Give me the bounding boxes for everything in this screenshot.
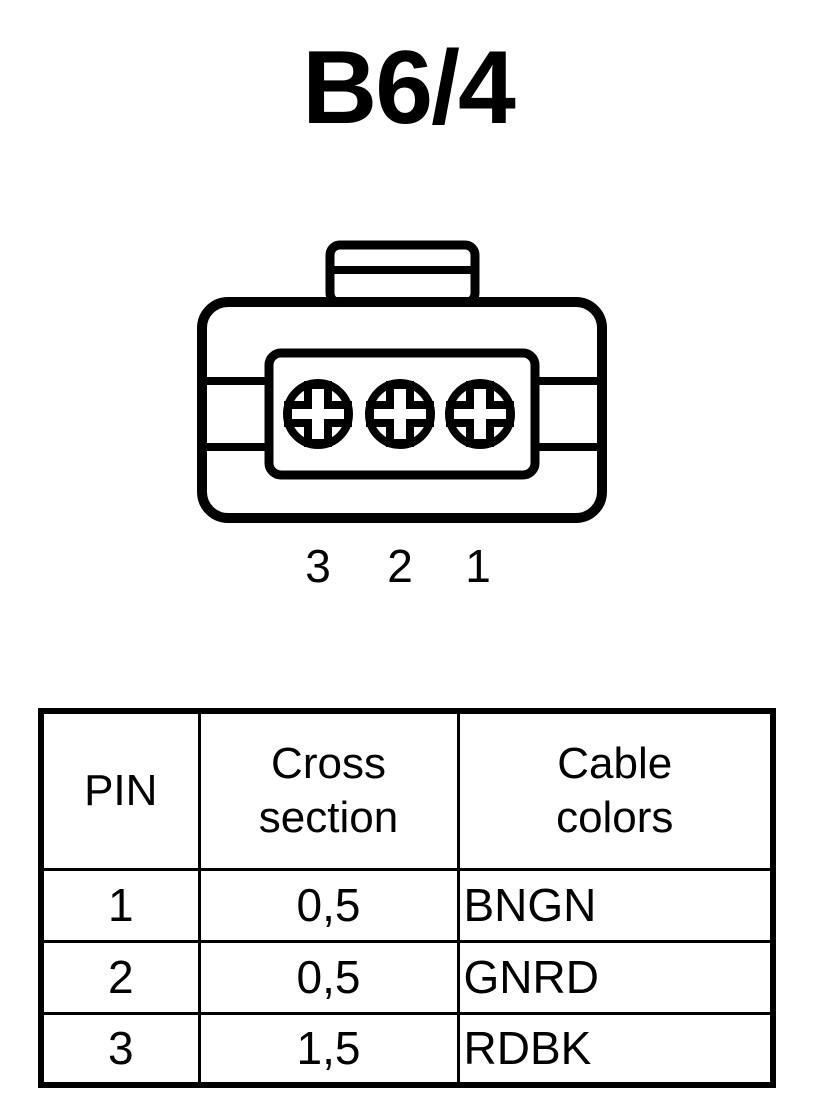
connector-diagram: [150, 225, 670, 615]
column-header-cable-colors: Cable colors: [456, 709, 775, 871]
table-row: 3 1,5 RDBK: [39, 1011, 775, 1087]
pin-number-label-3: 3: [305, 540, 331, 592]
pinout-table: PIN Cross section Cable colors 1 0,5 BNG…: [38, 708, 776, 1088]
pin-number-labels: 3 2 1: [150, 540, 670, 596]
cell-cross-section: 0,5: [197, 939, 460, 1015]
table-header-row: PIN Cross section Cable colors: [39, 709, 775, 871]
column-header-pin-text: PIN: [84, 765, 158, 815]
pin-cavity-2: [365, 379, 435, 449]
table-row: 1 0,5 BNGN: [39, 867, 775, 943]
cell-cable-colors: GNRD: [456, 939, 775, 1015]
cell-cable-colors: RDBK: [456, 1011, 775, 1087]
table-row: 2 0,5 GNRD: [39, 939, 775, 1015]
column-header-cable-colors-line1: Cable: [557, 738, 673, 788]
connector-drawing: [197, 240, 607, 523]
pin-number-label-1: 1: [465, 540, 491, 592]
page-title: B6/4: [302, 30, 516, 146]
column-header-cross-section-line1: Cross: [271, 738, 386, 788]
pinout-table-container: PIN Cross section Cable colors 1 0,5 BNG…: [38, 708, 776, 1088]
column-header-cross-section-line2: section: [258, 792, 399, 842]
cell-cross-section: 0,5: [197, 867, 460, 943]
column-header-cross-section: Cross section: [197, 709, 460, 871]
pin-number-label-2: 2: [387, 540, 413, 592]
pin-cross-3: [284, 381, 352, 447]
cell-cross-section: 1,5: [197, 1011, 460, 1087]
pin-cross-2: [366, 381, 434, 447]
pin-cavity-1: [445, 379, 515, 449]
cell-pin: 1: [39, 867, 201, 943]
pin-cross-1: [446, 381, 514, 447]
pin-cavity-3: [283, 379, 353, 449]
column-header-cable-colors-line2: colors: [556, 792, 674, 842]
cell-cable-colors: BNGN: [456, 867, 775, 943]
cell-pin: 3: [39, 1011, 201, 1087]
cell-pin: 2: [39, 939, 201, 1015]
column-header-pin: PIN: [39, 709, 201, 871]
